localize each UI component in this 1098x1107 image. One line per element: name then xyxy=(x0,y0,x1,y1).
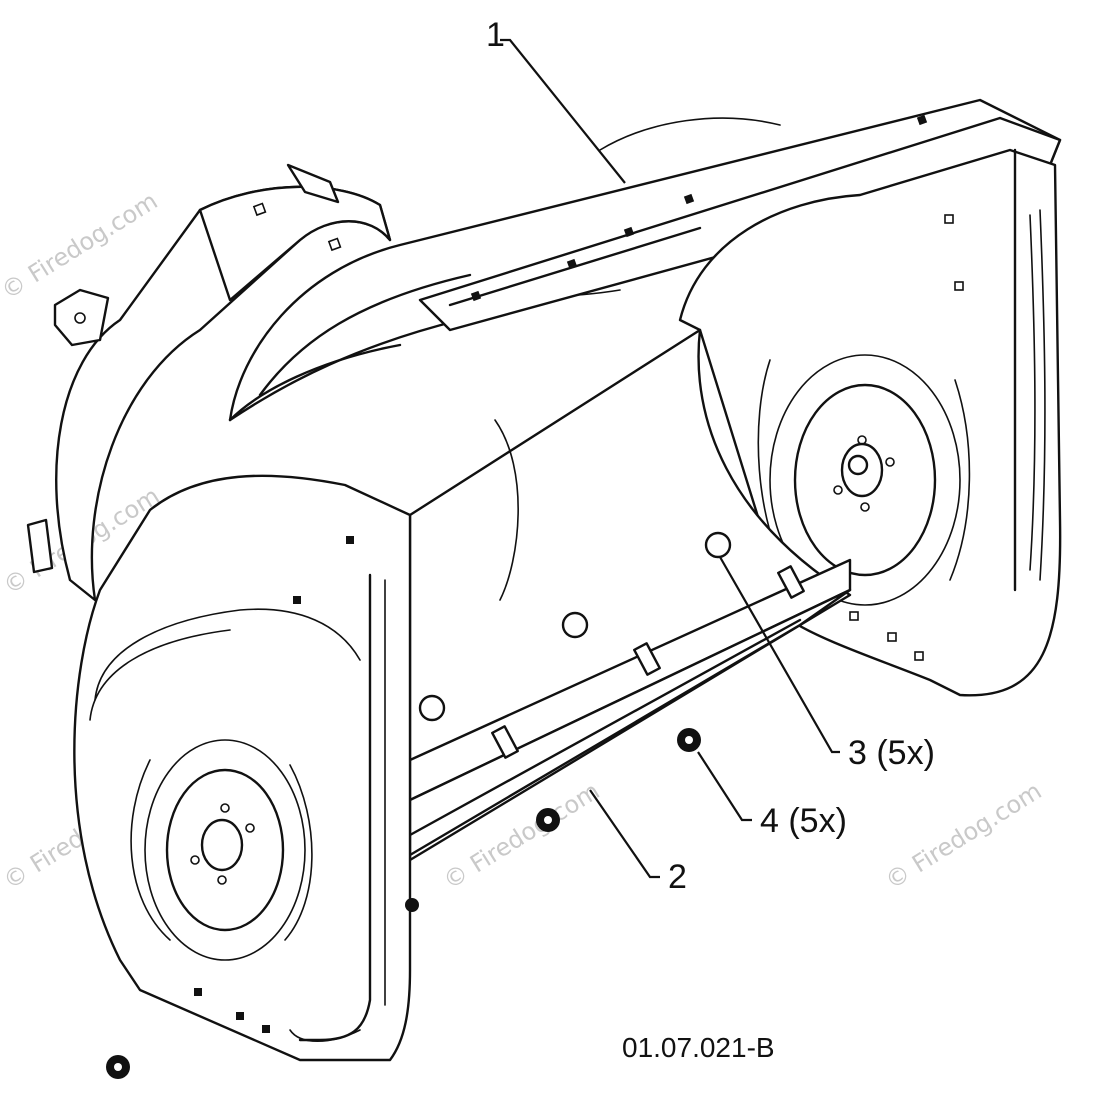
callout-3: 3 (5x) xyxy=(848,734,935,772)
watermark: © Firedog.com xyxy=(0,187,163,305)
callout-2: 2 xyxy=(668,858,687,896)
watermark: © Firedog.com xyxy=(880,777,1046,895)
nuts xyxy=(106,728,701,1079)
leader-2 xyxy=(589,789,660,879)
leader-4 xyxy=(697,751,752,822)
leader-3 xyxy=(719,556,840,754)
trough-shell xyxy=(228,98,1062,422)
left-side-plate xyxy=(73,474,412,1062)
callout-1: 1 xyxy=(486,16,505,54)
rear-drum xyxy=(26,163,392,602)
callout-4: 4 (5x) xyxy=(760,802,847,840)
leader-lines xyxy=(500,38,840,879)
nut xyxy=(405,898,419,912)
leader-1 xyxy=(500,38,626,184)
drawing-number: 01.07.021-B xyxy=(622,1032,775,1063)
